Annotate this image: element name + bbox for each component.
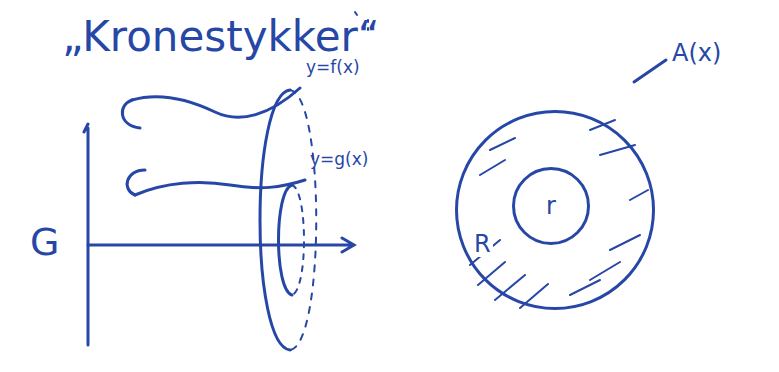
outer-circle: Rr — [455, 110, 655, 310]
curve-hook — [127, 170, 145, 195]
horizontal-axis — [88, 238, 354, 252]
radius-label: R — [472, 231, 493, 257]
hatch-lines — [470, 120, 648, 308]
curve-g — [135, 180, 305, 195]
radius-label: r — [544, 193, 558, 219]
sketch-strokes — [84, 12, 666, 350]
inner-section-hidden — [292, 185, 304, 295]
inner-circle: r — [512, 167, 590, 245]
curve-label: y=f(x) — [306, 58, 360, 77]
curve-f — [132, 88, 300, 117]
outer-section — [260, 90, 290, 350]
title-text: „Kronestykker“ — [62, 14, 380, 60]
curve-label: y=g(x) — [310, 150, 368, 169]
leader-line — [634, 60, 666, 82]
region-label: G — [30, 222, 59, 264]
inner-section — [279, 185, 293, 295]
area-label: A(x) — [672, 40, 721, 66]
annulus-hatching — [470, 120, 648, 308]
vertical-axis — [84, 124, 88, 345]
outer-section-hidden — [290, 90, 316, 350]
curve-hook — [122, 100, 140, 128]
